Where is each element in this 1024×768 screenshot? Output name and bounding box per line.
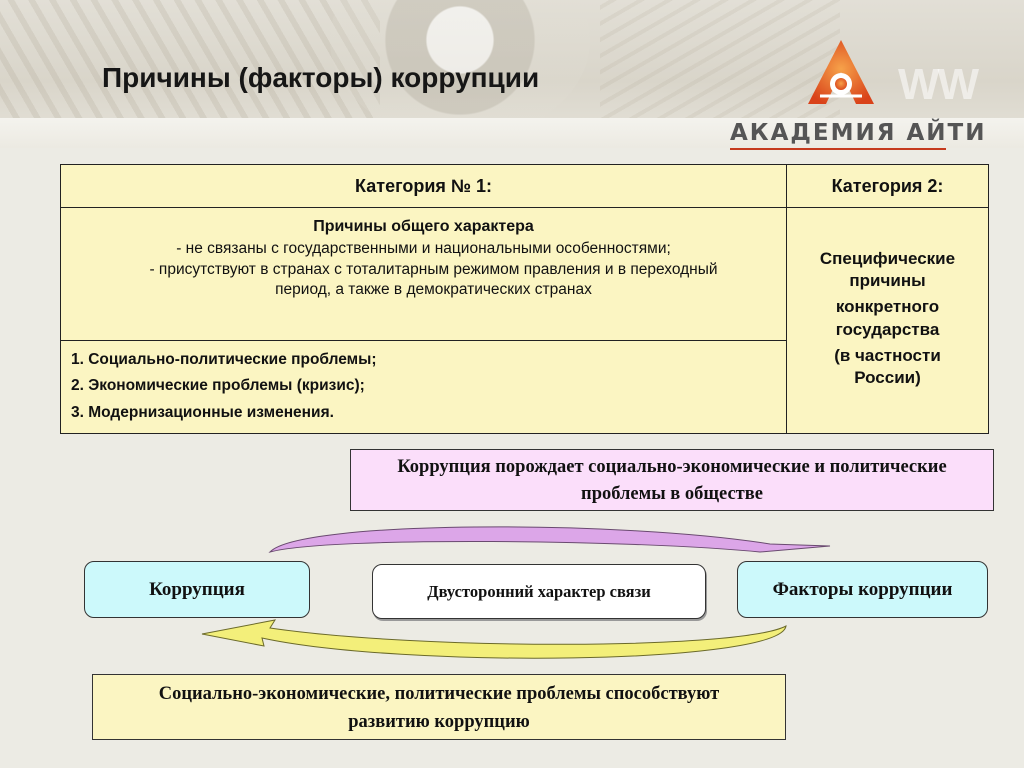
list-item: 3. Модернизационные изменения. bbox=[71, 403, 334, 421]
corruption-box: Коррупция bbox=[84, 561, 310, 618]
academy-a-logo-icon bbox=[808, 40, 874, 104]
general-cause-point: - не связаны с государственными и национ… bbox=[176, 240, 671, 258]
general-cause-point: - присутствуют в странах с тоталитарным … bbox=[149, 260, 718, 299]
specific-causes-cell: Специфические причины конкретного госуда… bbox=[786, 207, 989, 434]
category2-header: Категория 2: bbox=[786, 164, 989, 208]
upper-curved-arrow bbox=[268, 526, 831, 553]
corruption-factors-box: Факторы коррупции bbox=[737, 561, 988, 618]
specific-line: (в частности России) bbox=[834, 345, 941, 387]
logo-underline bbox=[730, 148, 946, 150]
logo-letters: WW bbox=[898, 60, 979, 109]
problems-list: 1. Социально-политические проблемы; 2. Э… bbox=[60, 340, 787, 434]
corruption-causes-problems-box: Коррупция порождает социально-экономичес… bbox=[350, 449, 994, 511]
lower-curved-arrow bbox=[201, 619, 787, 659]
category1-header: Категория № 1: bbox=[60, 164, 787, 208]
slide-header bbox=[0, 0, 1024, 148]
slide-title: Причины (факторы) коррупции bbox=[102, 62, 540, 93]
header-decoration bbox=[600, 0, 840, 130]
two-way-link-box: Двусторонний характер связи bbox=[372, 564, 706, 619]
list-item: 1. Социально-политические проблемы; bbox=[71, 351, 377, 368]
logo-text: АКАДЕМИЯ АЙТИ bbox=[730, 120, 987, 146]
general-causes-title: Причины общего характера bbox=[313, 218, 534, 235]
categories-table: Категория № 1: Категория 2: Причины обще… bbox=[60, 164, 989, 434]
header-band bbox=[0, 118, 1024, 148]
list-item: 2. Экономические проблемы (кризис); bbox=[71, 377, 365, 395]
problems-foster-corruption-box: Социально-экономические, политические пр… bbox=[92, 674, 786, 740]
specific-line: Специфические причины bbox=[819, 249, 956, 291]
general-causes-cell: Причины общего характера - не связаны с … bbox=[60, 207, 787, 341]
specific-line: конкретного государства bbox=[835, 297, 940, 339]
